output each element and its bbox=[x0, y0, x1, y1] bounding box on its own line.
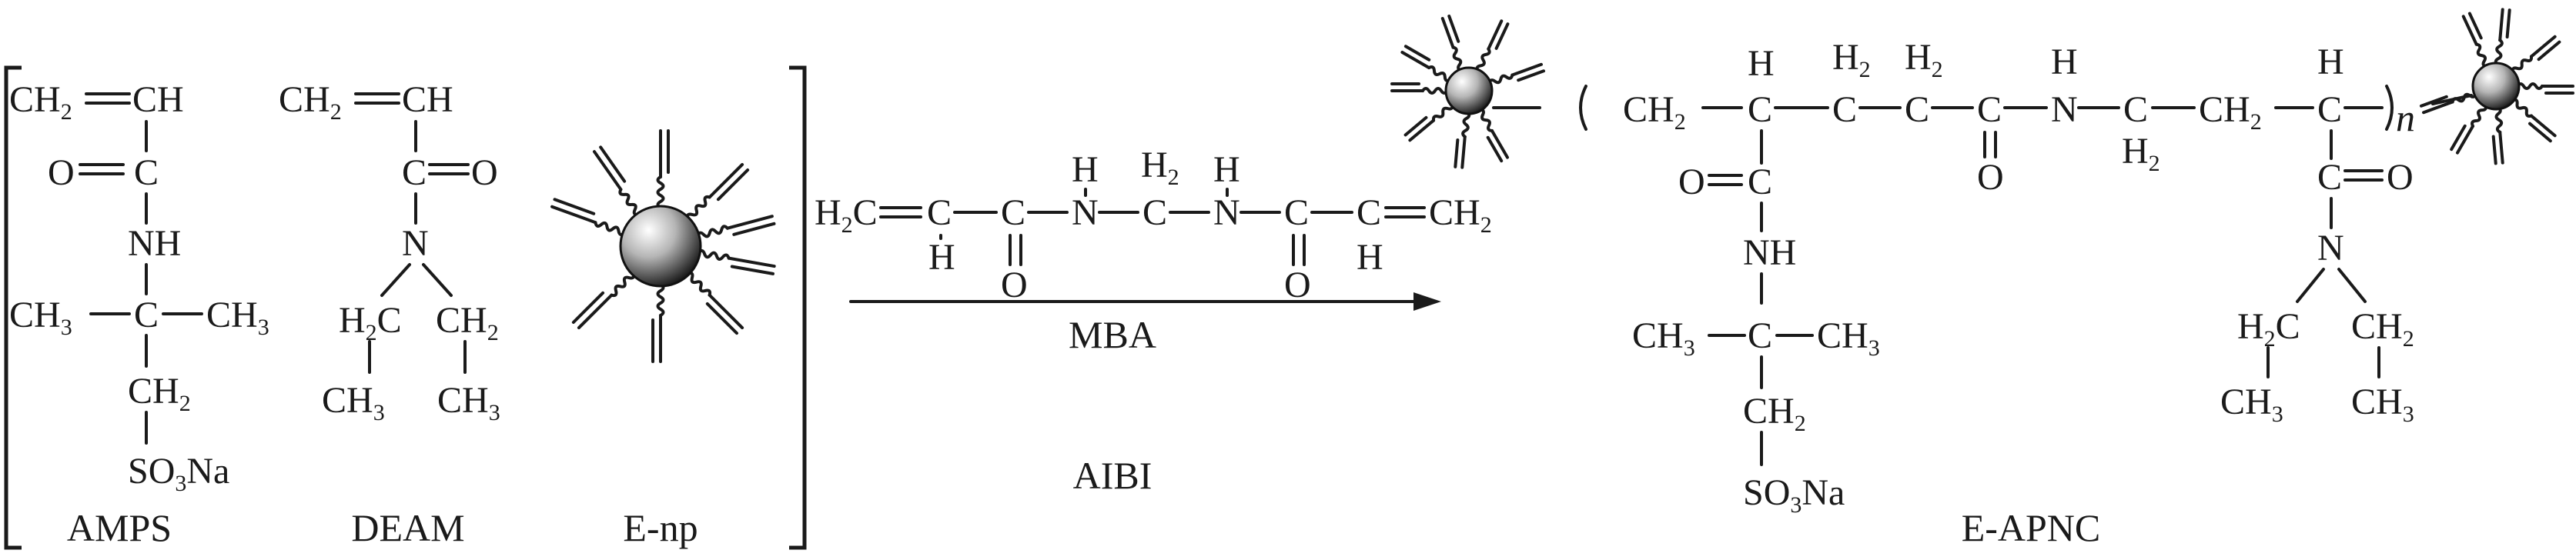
svg-text:N: N bbox=[1213, 192, 1240, 233]
mba-label: MBA bbox=[1069, 313, 1156, 356]
svg-text:N: N bbox=[402, 223, 429, 264]
svg-text:CH3: CH3 bbox=[206, 295, 269, 340]
amps-label: AMPS bbox=[67, 506, 172, 549]
svg-text:NH: NH bbox=[1743, 232, 1796, 273]
svg-text:CH3: CH3 bbox=[322, 380, 385, 425]
e-np-structure bbox=[549, 129, 777, 363]
svg-text:CH2: CH2 bbox=[2351, 306, 2414, 352]
svg-text:C: C bbox=[1832, 89, 1857, 130]
svg-text:H: H bbox=[928, 237, 955, 278]
svg-text:O: O bbox=[1977, 157, 2004, 198]
svg-text:C: C bbox=[1905, 89, 1929, 130]
svg-text:O: O bbox=[48, 152, 75, 193]
svg-text:C: C bbox=[2123, 89, 2148, 130]
svg-text:C: C bbox=[1748, 315, 1772, 356]
product-amps-side-chain: O C NH CH3 C CH3 CH2 SO3Na bbox=[1632, 129, 1880, 518]
svg-text:CH2: CH2 bbox=[436, 300, 499, 345]
svg-text:H2C: H2C bbox=[2237, 306, 2300, 352]
svg-text:CH3: CH3 bbox=[9, 295, 72, 340]
svg-text:C: C bbox=[1284, 192, 1309, 233]
svg-text:N: N bbox=[1072, 192, 1099, 233]
svg-text:CH: CH bbox=[132, 79, 184, 120]
svg-text:C: C bbox=[1357, 192, 1381, 233]
svg-text:H: H bbox=[1072, 149, 1099, 190]
svg-text:C: C bbox=[927, 192, 952, 233]
svg-text:C: C bbox=[134, 152, 159, 193]
svg-text:H: H bbox=[1748, 43, 1775, 84]
svg-text:N: N bbox=[2317, 228, 2344, 268]
svg-text:CH2: CH2 bbox=[2199, 89, 2262, 135]
reactant-bracket bbox=[4, 65, 807, 550]
svg-text:CH2: CH2 bbox=[1429, 192, 1492, 238]
svg-text:O: O bbox=[1678, 162, 1705, 202]
svg-text:CH2: CH2 bbox=[128, 371, 191, 416]
svg-text:SO3Na: SO3Na bbox=[1743, 472, 1845, 518]
svg-text:N: N bbox=[2051, 89, 2078, 130]
svg-text:C: C bbox=[134, 295, 159, 335]
svg-text:CH3: CH3 bbox=[2220, 382, 2283, 427]
svg-text:SO3Na: SO3Na bbox=[128, 451, 229, 496]
svg-text:CH2: CH2 bbox=[9, 79, 72, 125]
svg-text:H2: H2 bbox=[1141, 145, 1179, 190]
svg-text:H2C: H2C bbox=[815, 192, 878, 238]
svg-text:CH2: CH2 bbox=[1743, 391, 1806, 436]
svg-text:CH2: CH2 bbox=[279, 79, 342, 125]
right-nanoparticle bbox=[2419, 8, 2574, 165]
reaction-arrow bbox=[849, 292, 1441, 311]
svg-text:H: H bbox=[2051, 42, 2078, 82]
svg-text:n: n bbox=[2396, 96, 2415, 139]
amps-structure: CH2 CH O C NH CH3 C CH3 CH2 SO3Na bbox=[9, 79, 269, 496]
svg-text:C: C bbox=[1748, 162, 1772, 202]
right-link-bond bbox=[2431, 94, 2473, 105]
product-deam-side-chain: C O N H2C CH2 CH3 CH3 bbox=[2220, 129, 2414, 427]
svg-text:C: C bbox=[2317, 157, 2342, 198]
svg-text:O: O bbox=[1001, 265, 1028, 305]
svg-text:H: H bbox=[1357, 237, 1383, 278]
svg-text:CH2: CH2 bbox=[1623, 89, 1686, 135]
product-label: E-APNC bbox=[1962, 506, 2101, 549]
svg-text:O: O bbox=[1284, 265, 1311, 305]
svg-text:H2C: H2C bbox=[339, 300, 402, 345]
svg-text:O: O bbox=[2387, 157, 2414, 198]
e-np-label: E-np bbox=[623, 506, 698, 549]
left-nanoparticle bbox=[1390, 14, 1546, 169]
svg-text:CH3: CH3 bbox=[1817, 315, 1880, 361]
product-structure: n CH2 C H C H2 C H2 C O N H C H2 CH2 C H bbox=[1579, 37, 2415, 198]
svg-text:O: O bbox=[471, 152, 498, 193]
svg-text:H2: H2 bbox=[1905, 37, 1943, 82]
svg-text:CH3: CH3 bbox=[437, 380, 500, 425]
mba-structure: H2C C H C O N H C H2 N H C O C H CH2 bbox=[815, 145, 1492, 305]
deam-label: DEAM bbox=[351, 506, 464, 549]
svg-text:CH3: CH3 bbox=[1632, 315, 1695, 361]
svg-text:C: C bbox=[1142, 192, 1167, 233]
svg-text:H: H bbox=[2317, 42, 2344, 82]
svg-text:C: C bbox=[2317, 89, 2342, 130]
aibi-label: AIBI bbox=[1073, 454, 1153, 497]
svg-text:C: C bbox=[1748, 89, 1772, 130]
svg-text:C: C bbox=[402, 152, 427, 193]
svg-text:CH3: CH3 bbox=[2351, 382, 2414, 427]
svg-text:NH: NH bbox=[128, 223, 181, 264]
svg-text:C: C bbox=[1001, 192, 1025, 233]
svg-text:H2: H2 bbox=[1832, 37, 1871, 82]
nanoparticle-sphere bbox=[619, 205, 702, 288]
deam-structure: CH2 CH C O N H2C CH2 CH3 CH3 bbox=[279, 79, 500, 425]
svg-text:CH: CH bbox=[402, 79, 453, 120]
svg-text:C: C bbox=[1977, 89, 2002, 130]
svg-text:H: H bbox=[1213, 149, 1240, 190]
svg-text:H2: H2 bbox=[2122, 131, 2160, 176]
